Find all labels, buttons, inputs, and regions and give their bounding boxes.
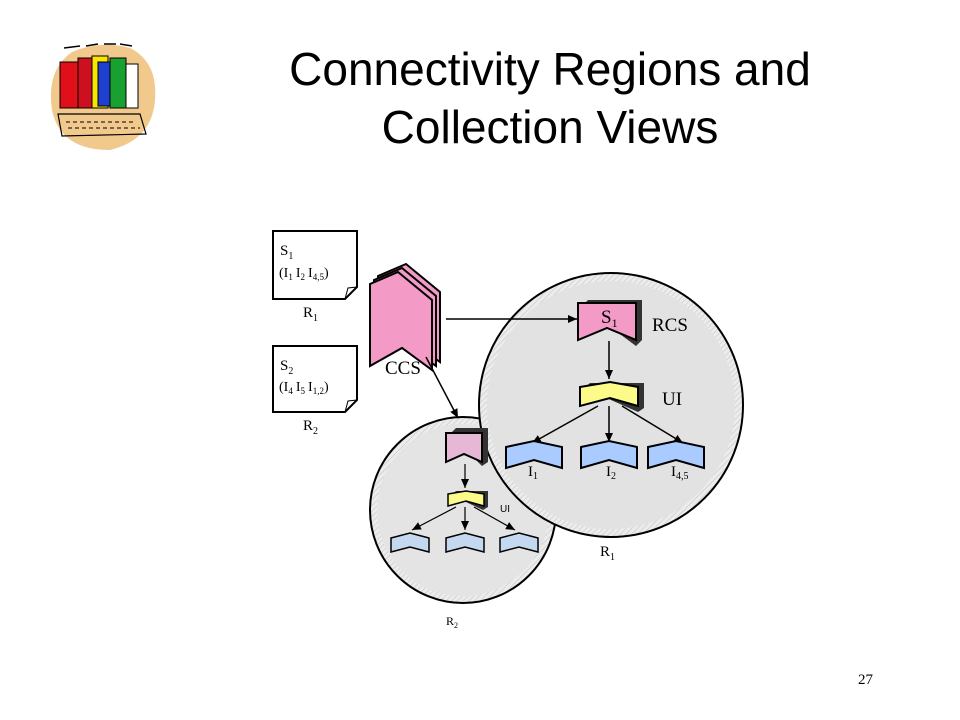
region-r1 [478, 272, 744, 538]
note-s1-label: S [280, 243, 288, 259]
slide-title: Connectivity Regions and Collection View… [200, 40, 900, 156]
rcs-root-label: S [601, 307, 612, 328]
svg-text:R1: R1 [600, 544, 615, 563]
r2-leaf-node-2 [445, 532, 485, 553]
ui-label-r2: UI [500, 504, 510, 515]
ccs-collection-shape [369, 262, 441, 372]
svg-text:S1: S1 [601, 307, 618, 330]
svg-text:R1: R1 [303, 305, 318, 324]
note-s2-label: S [280, 358, 288, 374]
leaf-node-i45 [647, 439, 705, 470]
svg-text:S2: S2 [280, 358, 293, 377]
page-number: 27 [858, 672, 873, 688]
leaf-node-i2 [580, 439, 638, 470]
region-r2-label: R [446, 614, 454, 628]
ui-node-r1 [579, 380, 644, 412]
ccs-to-r2-arrow [425, 356, 459, 419]
leaf-i1-label: I [528, 464, 533, 480]
ui-label-r1: UI [662, 389, 682, 410]
svg-text:R2: R2 [446, 614, 458, 630]
svg-text:I1: I1 [528, 464, 538, 482]
title-line-1: Connectivity Regions and [289, 43, 811, 95]
leaf-i2-label: I [606, 464, 611, 480]
note-s2-region: R [303, 418, 313, 434]
title-line-2: Collection Views [381, 101, 719, 153]
leaf-node-i1 [505, 439, 563, 470]
svg-text:R2: R2 [303, 418, 318, 437]
svg-text:S1: S1 [280, 243, 293, 262]
svg-text:I4,5: I4,5 [671, 464, 689, 482]
region-r2 [369, 416, 557, 604]
r2-leaf-node-3 [499, 532, 539, 553]
r2-root-node [445, 428, 488, 466]
note-s1-region: R [303, 305, 313, 321]
rcs-root-node [577, 300, 642, 346]
svg-text:I2: I2 [606, 464, 616, 482]
note-s2-sub: 2 [288, 366, 293, 377]
library-books-icon [50, 43, 156, 150]
ui-node-r2 [447, 490, 488, 510]
ccs-label: CCS [385, 358, 421, 379]
note-s1-sub: 1 [288, 251, 293, 262]
rcs-label: RCS [652, 315, 688, 336]
region-r1-label: R [600, 544, 610, 560]
r2-leaf-node-1 [390, 532, 430, 553]
leaf-i45-label: I [671, 464, 676, 480]
